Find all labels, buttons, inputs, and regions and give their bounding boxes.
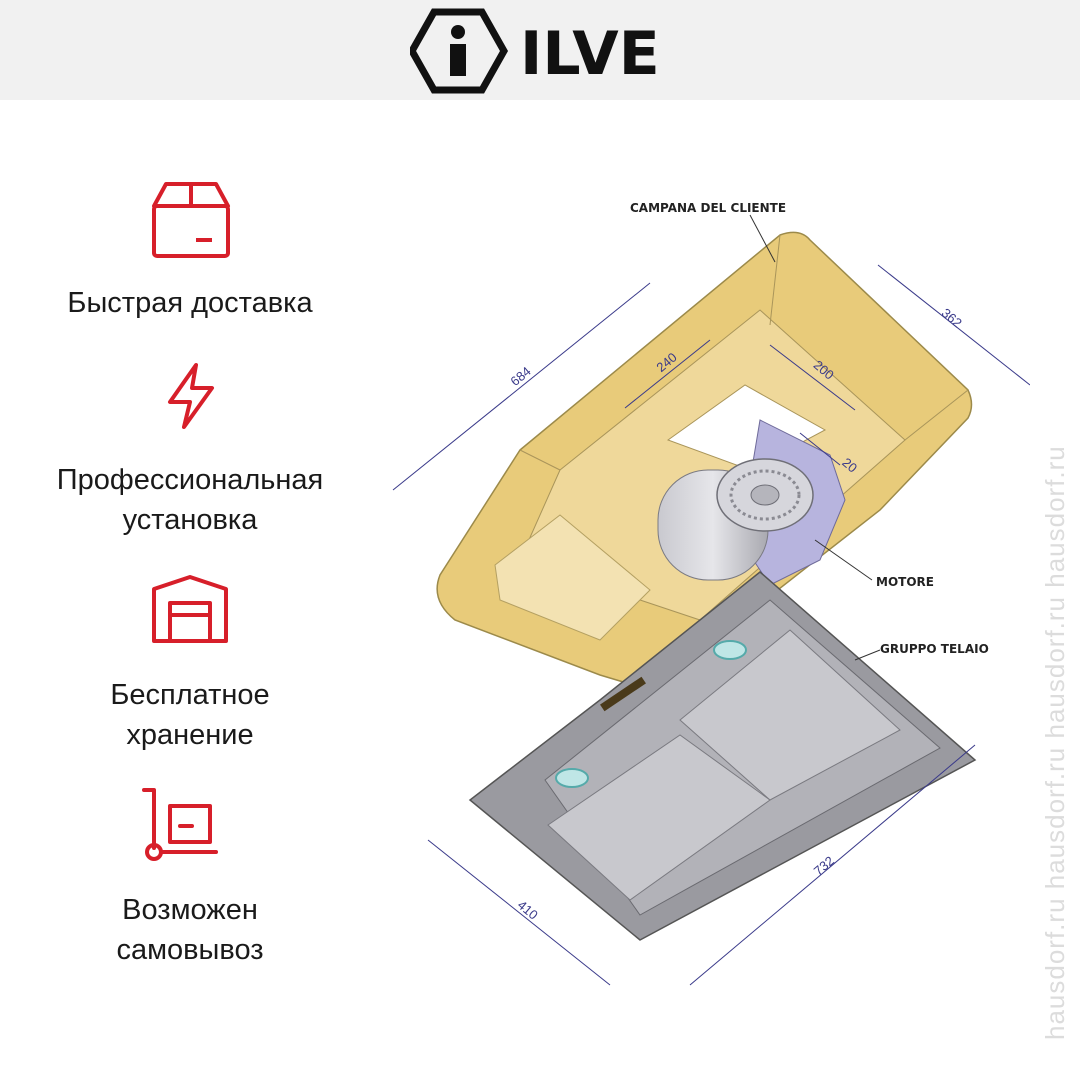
- customer-hood: [436, 231, 973, 691]
- callout-campana: CAMPANA DEL CLIENTE: [630, 201, 786, 215]
- frame-group: [468, 571, 977, 941]
- dimension-410: 410: [515, 897, 541, 922]
- watermark: hausdorf.ru hausdorf.ru hausdorf.ru haus…: [1040, 445, 1070, 1040]
- brand-logo: ILVE: [410, 8, 660, 94]
- lightning-icon: [168, 363, 214, 429]
- callout-telaio: GRUPPO TELAIO: [880, 642, 989, 656]
- feature-label: Возможен самовывоз: [116, 894, 264, 966]
- feature-label: Профессиональная установка: [56, 464, 324, 536]
- feature-label: Быстрая доставка: [67, 287, 313, 319]
- dimension-362: 362: [939, 305, 965, 330]
- feature-label: Бесплатное хранение: [110, 679, 270, 751]
- dimension-684: 684: [507, 364, 533, 389]
- box-icon: [152, 182, 230, 258]
- logo-i-stem: [450, 44, 466, 76]
- technical-diagram: 684 362 240 200 20 410 732 CAMPANA DEL C…: [392, 201, 1030, 986]
- header: ILVE: [0, 0, 1080, 100]
- dimension-lines: [392, 264, 1030, 986]
- callout-leaders: [749, 214, 881, 661]
- feature-list: Быстрая доставка Профессиональная устано…: [0, 100, 380, 1080]
- brand-name: ILVE: [520, 19, 660, 89]
- logo-hexagon: [410, 8, 509, 94]
- logo-i-dot: [451, 25, 465, 39]
- warehouse-icon: [152, 575, 228, 643]
- dimension-732: 732: [811, 853, 837, 878]
- hand-truck-icon: [142, 788, 218, 861]
- callout-motore: MOTORE: [876, 575, 934, 589]
- motor: [657, 419, 846, 586]
